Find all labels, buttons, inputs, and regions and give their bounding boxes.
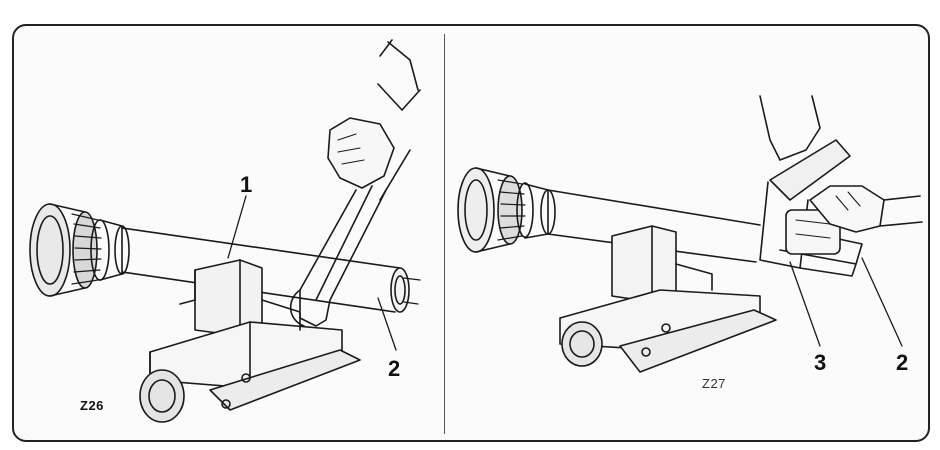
callout-right-3: 3 (814, 350, 827, 375)
right-panel-drawing (457, 95, 923, 373)
right-hands (759, 95, 923, 233)
callout-left-2: 2 (388, 356, 401, 381)
callout-right-2: 2 (896, 350, 909, 375)
callout-left-1: 1 (240, 172, 253, 197)
left-hand-with-hacksaw (289, 39, 421, 327)
panel-divider (444, 34, 445, 434)
right-bearing-assembly (457, 167, 556, 253)
left-tube (121, 227, 421, 313)
leader-right-3 (789, 261, 821, 347)
leader-right-2 (861, 257, 903, 347)
left-panel-drawing (29, 39, 421, 423)
leader-left-2 (377, 297, 397, 351)
right-bench-vice (559, 225, 777, 373)
figure-code-right: Z27 (702, 376, 726, 391)
callout-leaders (227, 195, 903, 351)
leader-left-1 (227, 195, 247, 259)
left-bearing-assembly (29, 203, 130, 297)
left-bench-vice (139, 259, 361, 423)
figure-code-left: Z26 (80, 398, 104, 413)
